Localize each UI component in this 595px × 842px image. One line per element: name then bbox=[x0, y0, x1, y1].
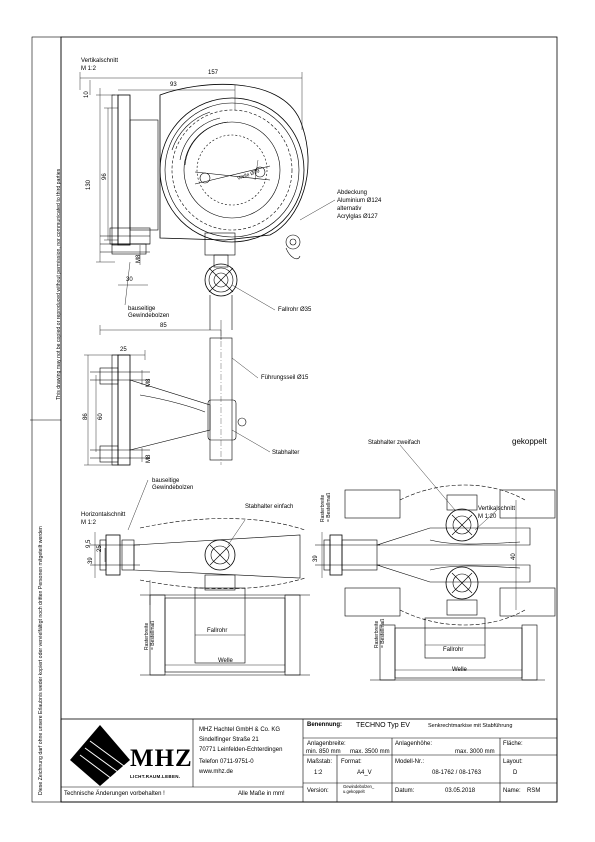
fallrohr-label: Fallrohr Ø35 bbox=[278, 307, 312, 313]
massstab-label: Maßstab: bbox=[307, 759, 333, 765]
rasterbreite-left-2: = Bestellmaß bbox=[150, 620, 156, 650]
benennung-product: TECHNO Typ EV bbox=[356, 722, 410, 729]
dim-130: 130 bbox=[86, 179, 92, 190]
dims-bottom-left bbox=[94, 479, 285, 666]
side-strip bbox=[31, 36, 62, 803]
company-street: Sindelfinger Straße 21 bbox=[199, 737, 259, 743]
flaeche-label: Fläche: bbox=[503, 741, 523, 747]
view-title-vertical-right: Vertikalschnitt bbox=[478, 506, 516, 512]
dim-85: 85 bbox=[160, 323, 167, 329]
layout-value: D bbox=[513, 770, 518, 776]
name-label: Name: bbox=[503, 788, 521, 794]
frame-border bbox=[60, 36, 558, 803]
bauseitige-mid-2: Gewindebolzen bbox=[152, 485, 194, 491]
bauseitige-top-2: Gewindebolzen bbox=[128, 313, 170, 319]
dim-39-b: 39 bbox=[313, 555, 319, 562]
dim-10: 10 bbox=[84, 91, 90, 98]
anlagenhoehe-label: Anlagenhöhe: bbox=[395, 741, 433, 747]
horizontal-section-coupled bbox=[315, 484, 556, 681]
dims-middle bbox=[84, 350, 146, 466]
company-phone: Telefon 0711-9751-0 bbox=[199, 759, 254, 765]
company-website: www.mhz.de bbox=[199, 769, 234, 775]
dim-39-a: 39 bbox=[88, 557, 94, 564]
dim-40: 40 bbox=[511, 553, 517, 560]
dim-30: 30 bbox=[126, 277, 133, 283]
stabhalter-einfach-label: Stabhalter einfach bbox=[245, 504, 294, 510]
view-title-horizontal: Horizontalschnitt bbox=[81, 512, 126, 518]
abdeckung-alt: alternativ bbox=[337, 206, 362, 212]
mhz-logo-text: MHZ bbox=[130, 745, 193, 772]
dim-25: 25 bbox=[120, 347, 127, 353]
layout-label: Layout: bbox=[503, 759, 523, 765]
horizontal-section-left bbox=[90, 518, 310, 676]
modell-label: Modell-Nr.: bbox=[395, 759, 425, 765]
fallrohr-label-left: Fallrohr bbox=[207, 628, 228, 634]
dim-157: 157 bbox=[208, 70, 219, 76]
format-value: A4_V bbox=[357, 770, 372, 776]
mhz-logo-graphic bbox=[70, 725, 130, 786]
version-label: Version: bbox=[307, 788, 329, 794]
side-notice-en: This drawing may not be copied or reprod… bbox=[56, 168, 62, 400]
dim-m8-a: M8 bbox=[136, 254, 142, 263]
datum-label: Datum: bbox=[395, 788, 415, 794]
view-scale-horizontal: M 1:2 bbox=[81, 520, 97, 526]
modell-value: 08-1762 / 08-1763 bbox=[432, 770, 482, 776]
anlagenbreite-max: max. 3500 mm bbox=[350, 749, 390, 755]
dim-60: 60 bbox=[98, 413, 104, 420]
fuehrungsseil-label: Führungsseil Ø15 bbox=[261, 375, 309, 381]
welle-label-right: Welle bbox=[452, 667, 467, 673]
abdeckung-acryl: Acrylglas Ø127 bbox=[337, 214, 378, 220]
fallrohr-label-right: Fallrohr bbox=[443, 647, 464, 653]
name-value: RSM bbox=[527, 788, 541, 794]
version-value-2: u.gekoppelt bbox=[343, 789, 365, 794]
dim-93: 93 bbox=[170, 82, 177, 88]
view-title-vertical-top: Vertikalschnitt bbox=[81, 58, 119, 64]
massstab-value: 1:2 bbox=[314, 770, 323, 776]
dims-bottom-right bbox=[321, 444, 522, 671]
dim-m8-b: M8 bbox=[146, 378, 152, 387]
company-name: MHZ Hachtel GmbH & Co. KG bbox=[199, 727, 281, 733]
bracket-side-view bbox=[90, 330, 247, 466]
technische-aenderungen: Technische Änderungen vorbehalten ! bbox=[64, 791, 165, 797]
anlagenbreite-label: Anlagenbreite: bbox=[307, 741, 346, 747]
gekoppelt-label: gekoppelt bbox=[512, 437, 547, 446]
stabhalter-zweifach-label: Stabhalter zweifach bbox=[368, 440, 421, 446]
dim-96: 96 bbox=[102, 173, 108, 180]
anlagenhoehe-max: max. 3000 mm bbox=[455, 749, 495, 755]
dim-25-b: 25 bbox=[97, 545, 103, 552]
dims-top bbox=[79, 72, 303, 340]
bauseitige-mid-1: bauseitige bbox=[152, 478, 180, 484]
bauseitige-top-1: bauseitige bbox=[128, 306, 156, 312]
welle-label-left: Welle bbox=[218, 658, 233, 664]
mhz-logo-tagline: LICHT.RAUM.LEBEN. bbox=[130, 774, 181, 779]
cassette-vertical-section bbox=[100, 83, 309, 330]
dim-86: 86 bbox=[83, 413, 89, 420]
dim-9-5: 9,5 bbox=[86, 539, 92, 548]
benennung-description: Senkrechtmarkise mit Stabführung bbox=[428, 723, 513, 729]
abdeckung-label: Abdeckung bbox=[337, 190, 368, 196]
rasterbreite-top-2: = Bestellmaß bbox=[326, 492, 332, 522]
view-scale-vertical-right: M 1:20 bbox=[478, 514, 497, 520]
anlagenbreite-min: min. 850 mm bbox=[306, 749, 341, 755]
benennung-label: Benennung: bbox=[307, 722, 342, 728]
dim-m8-c: M8 bbox=[146, 454, 152, 463]
alle-masse: Alle Maße in mm! bbox=[238, 791, 285, 797]
company-city: 70771 Leinfelden-Echterdingen bbox=[199, 747, 283, 753]
side-notice-de: Diese Zeichnung darf ohne unsere Erlaubn… bbox=[38, 526, 44, 795]
format-label: Format: bbox=[341, 759, 362, 765]
abdeckung-alu: Aluminium Ø124 bbox=[337, 198, 382, 204]
logo-stripes bbox=[79, 740, 125, 780]
stabhalter-label: Stabhalter bbox=[272, 450, 300, 456]
datum-value: 03.05.2018 bbox=[445, 788, 476, 794]
version-value-1: Gewindebolzen_ bbox=[343, 784, 375, 789]
rasterbreite-right-2: = Bestellmaß bbox=[380, 618, 386, 648]
leaders-top bbox=[124, 159, 336, 453]
title-block-lines bbox=[60, 718, 558, 803]
view-scale-vertical-top: M 1:2 bbox=[81, 66, 97, 72]
